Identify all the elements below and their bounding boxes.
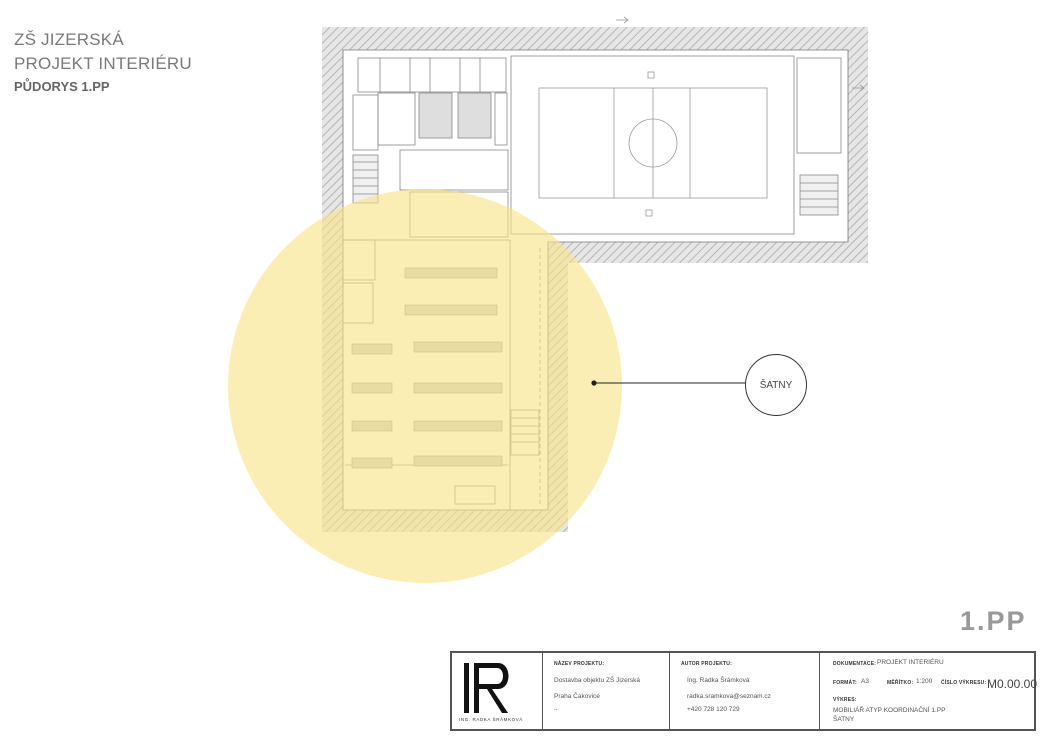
upper-rooms bbox=[352, 57, 842, 238]
highlight-circle bbox=[228, 189, 622, 583]
drawing-line1: MOBILIÁŘ ATYP KOORDINAČNÍ 1.PP bbox=[833, 707, 946, 714]
project-cell: NÁZEV PROJEKTU: Dostavba objektu ZŠ Jize… bbox=[542, 653, 670, 729]
school-name: ZŠ JIZERSKÁ bbox=[14, 30, 124, 49]
project-type: PROJEKT INTERIÉRU bbox=[14, 54, 192, 73]
author-phone: +420 728 120 729 bbox=[687, 706, 740, 713]
drawing-no-label: ČÍSLO VÝKRESU: bbox=[941, 680, 987, 686]
logo-cell: ING. RADKA ŠRÁMKOVÁ bbox=[452, 653, 543, 729]
project-line1: Dostavba objektu ZŠ Jizerská bbox=[554, 677, 640, 684]
plan-name: PŮDORYS 1.PP bbox=[14, 79, 110, 94]
document-cell: DOKUMENTACE: PROJEKT INTERIÉRU FORMÁT: A… bbox=[819, 653, 1038, 729]
project-label: NÁZEV PROJEKTU: bbox=[554, 661, 605, 667]
project-line3: .. bbox=[554, 705, 558, 712]
gym-hall bbox=[510, 55, 795, 235]
author-name: Ing. Radka Šrámková bbox=[687, 677, 750, 684]
project-line2: Praha Čakovice bbox=[554, 693, 600, 700]
drawing-label: VÝKRES: bbox=[833, 697, 857, 703]
author-label: AUTOR PROJEKTU: bbox=[681, 661, 732, 667]
callout-satny: ŠATNY bbox=[745, 354, 807, 416]
doc-value: PROJEKT INTERIÉRU bbox=[877, 659, 944, 666]
format-value: A3 bbox=[861, 678, 869, 685]
callout-leader bbox=[591, 380, 745, 386]
drawing-no-value: M0.00.00 bbox=[987, 677, 1038, 691]
format-label: FORMÁT: bbox=[833, 680, 857, 686]
ir-logo-icon bbox=[464, 663, 509, 713]
author-cell: AUTOR PROJEKTU: Ing. Radka Šrámková radk… bbox=[669, 653, 820, 729]
drawing-line2: ŠATNY bbox=[833, 716, 855, 723]
drawing-title: ZŠ JIZERSKÁ PROJEKT INTERIÉRU PŮDORYS 1.… bbox=[14, 28, 192, 94]
level-tag: 1.PP bbox=[960, 606, 1027, 636]
scale-value: 1:200 bbox=[916, 678, 933, 685]
scale-label: MĚŘÍTKO: bbox=[887, 680, 914, 686]
author-email: radka.sramkova@seznam.cz bbox=[687, 693, 771, 700]
logo-name: ING. RADKA ŠRÁMKOVÁ bbox=[459, 717, 523, 722]
entry-arrows bbox=[616, 16, 865, 92]
doc-label: DOKUMENTACE: bbox=[833, 661, 877, 667]
callout-label: ŠATNY bbox=[759, 379, 793, 391]
title-block-stamp: ING. RADKA ŠRÁMKOVÁ NÁZEV PROJEKTU: Dost… bbox=[450, 651, 1038, 731]
